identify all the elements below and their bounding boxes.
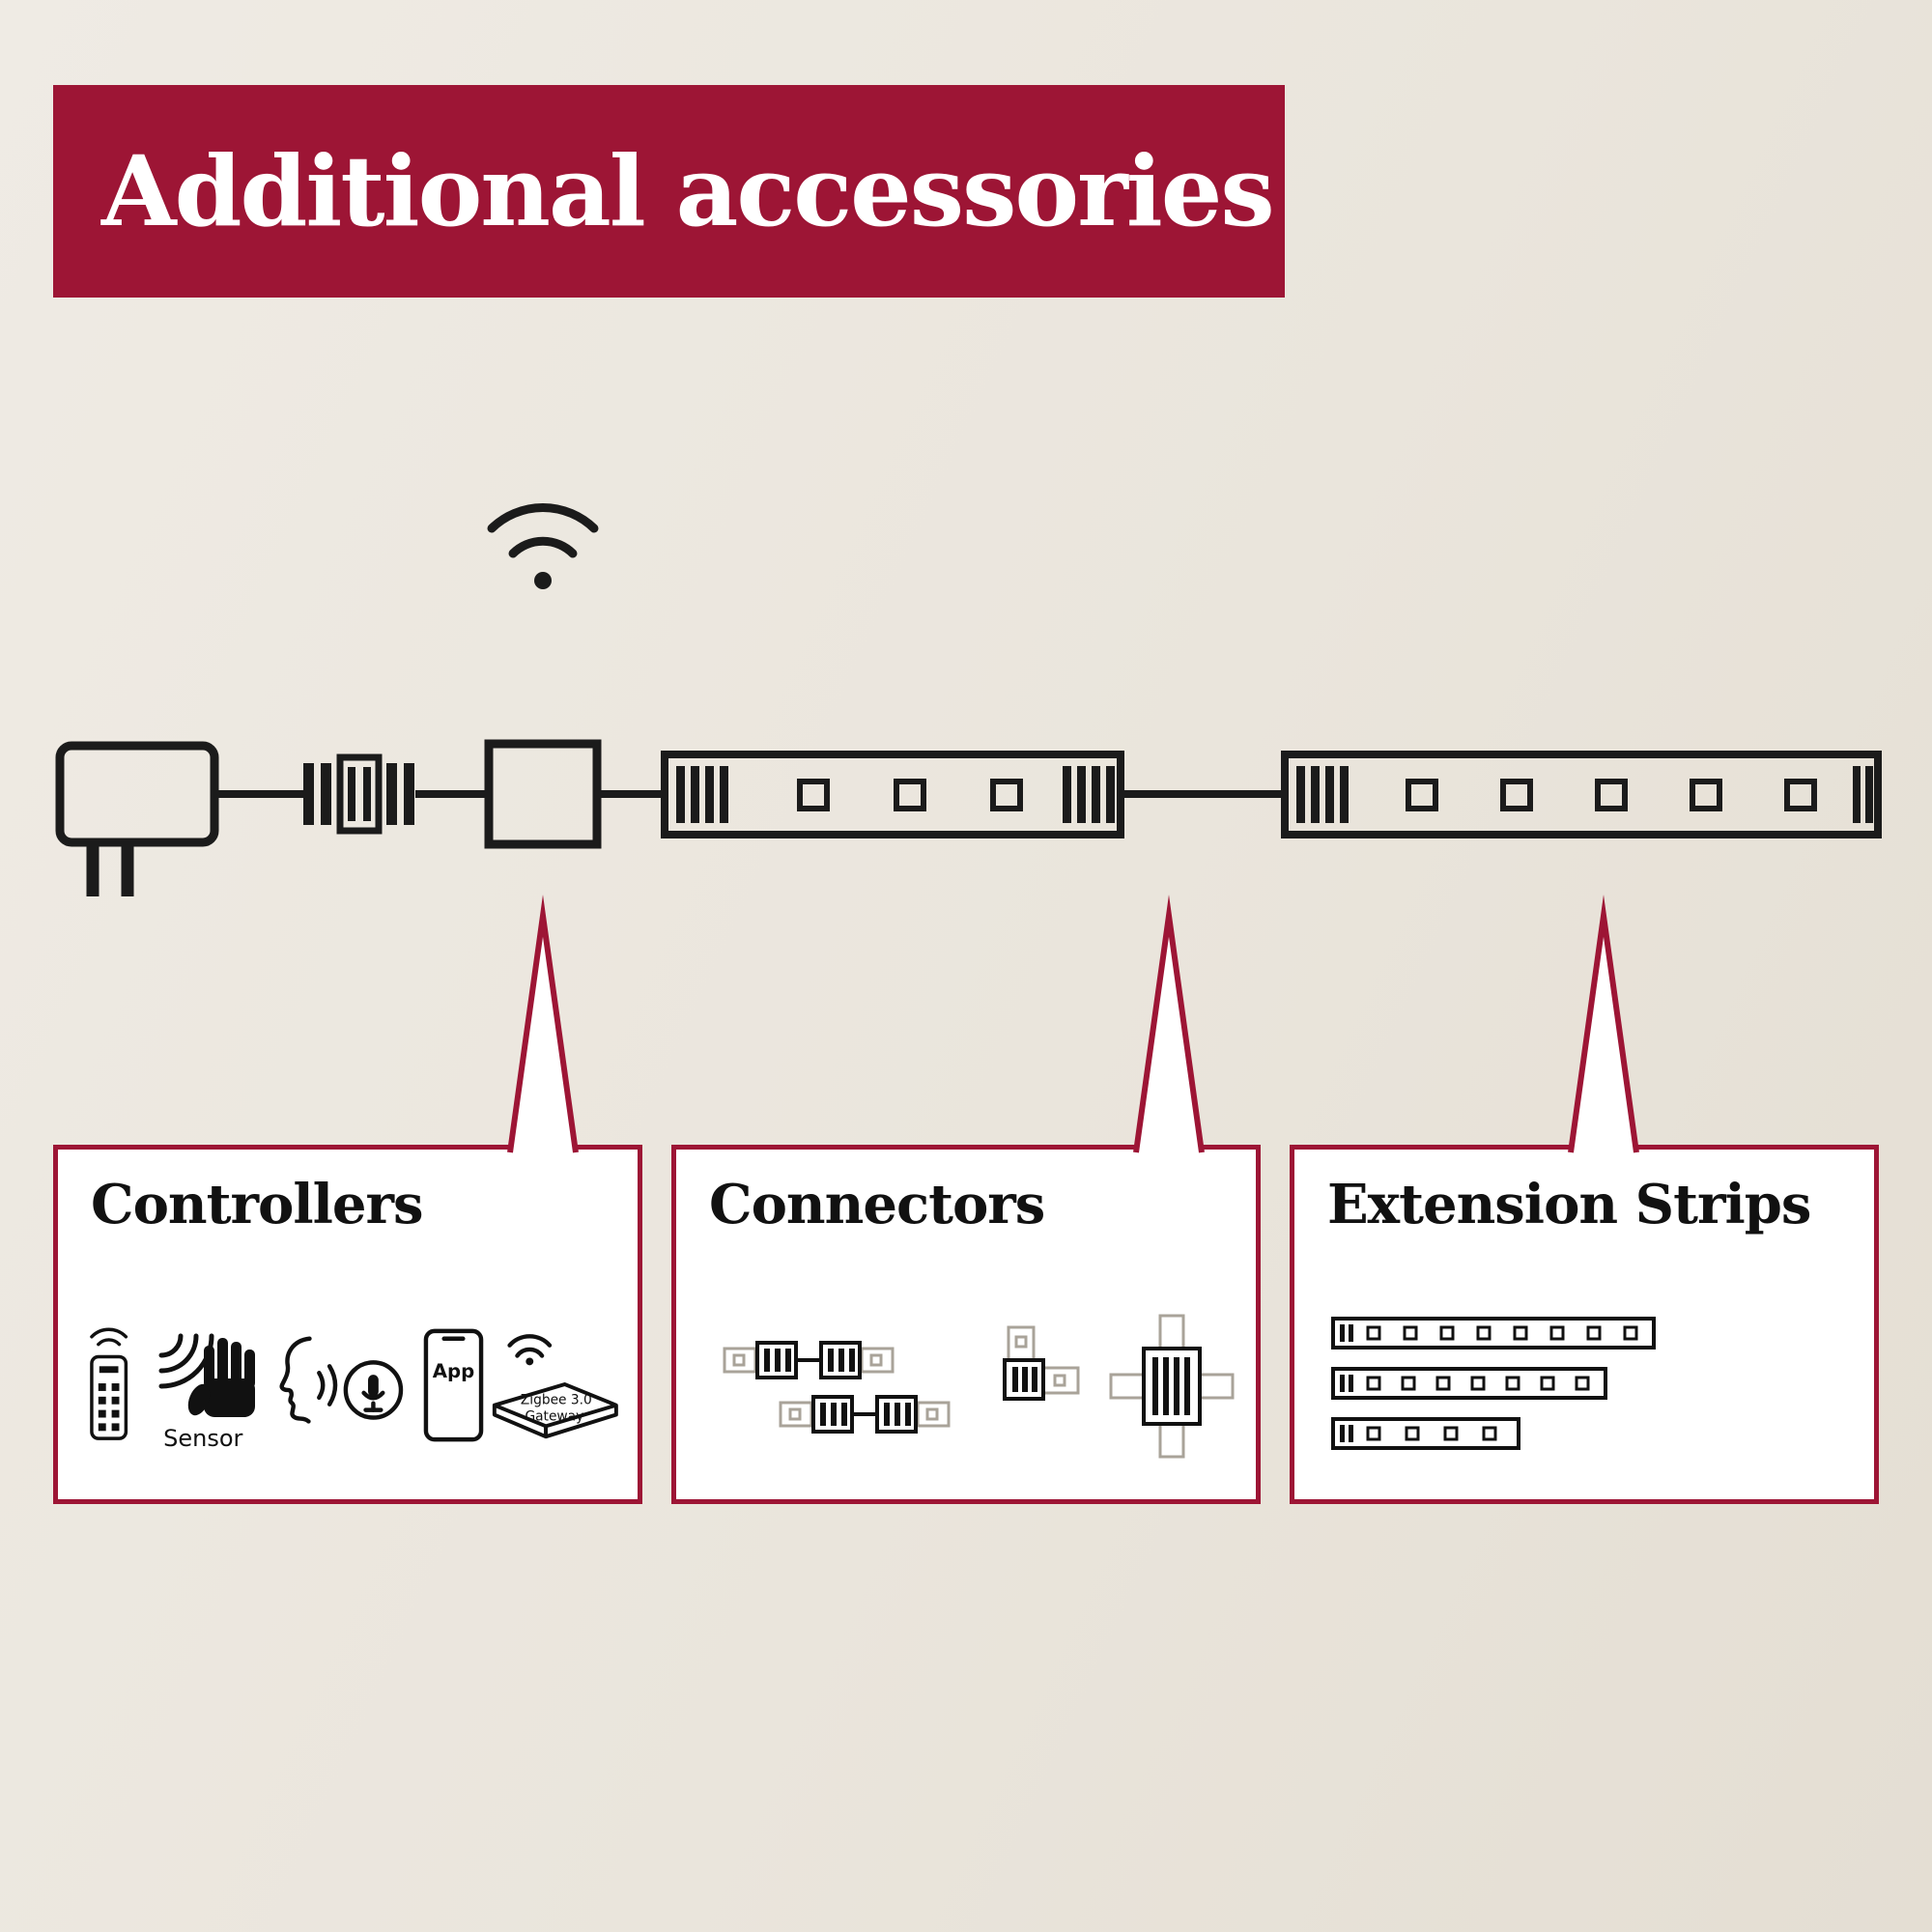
callout-title-extensions: Extension Strips [1327,1173,1811,1236]
sensor-label: Sensor [163,1425,243,1452]
app-zigbee-gateway-icon: App Zigbee 3.0 Gateway [423,1328,619,1442]
callout-title-connectors: Connectors [709,1173,1045,1236]
gateway-label-line2: Gateway [526,1408,584,1424]
connectors-icons-row [705,1293,1238,1480]
gateway-label-line1: Zigbee 3.0 [521,1393,592,1408]
callout-pointer-extensions [1568,895,1639,1153]
callout-title-controllers: Controllers [91,1173,424,1236]
callout-pointer-connectors [1133,895,1205,1153]
power-adapter-icon [55,741,219,896]
cross-connector-icon [1109,1314,1235,1459]
callout-connectors: Connectors [671,1145,1261,1504]
callout-extension-strips: Extension Strips [1290,1145,1879,1504]
remote-control-icon [90,1327,128,1440]
led-strip-1 [661,751,1124,838]
callout-controllers: Controllers [53,1145,642,1504]
corner-connector-icon [1003,1325,1080,1401]
app-label: App [433,1360,474,1382]
strip-medium [1331,1367,1607,1400]
strip-short [1331,1417,1520,1450]
voice-assistant-icon [279,1336,404,1424]
led-strip-2 [1281,751,1882,838]
controllers-icons-row: Sensor [87,1293,620,1480]
extension-strips-icons-row [1323,1293,1857,1480]
motion-sensor-icon: Sensor [146,1321,260,1452]
wifi-icon [487,503,599,589]
header-banner: Additional accessories [53,85,1285,298]
extension-strips-icon [1331,1317,1656,1450]
controller-icon [484,739,602,849]
straight-connector-icon [723,1341,951,1434]
clip-connector-icon [303,753,414,835]
strip-long [1331,1317,1656,1350]
page-title: Additional accessories [101,134,1275,248]
callout-pointer-controllers [507,895,579,1153]
